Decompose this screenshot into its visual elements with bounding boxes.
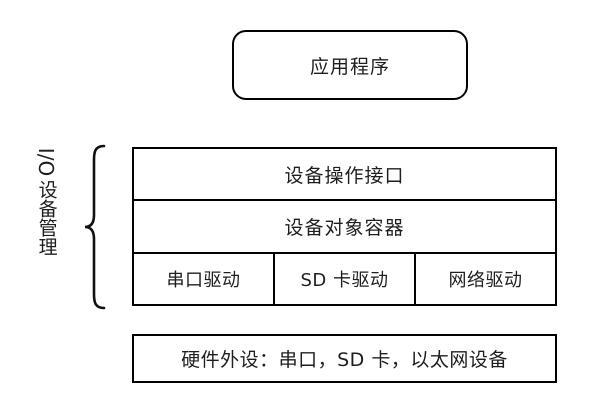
driver-label-sd-card: SD 卡驱动: [300, 269, 389, 291]
hardware-peripherals-label: 硬件外设：串口，SD 卡，以太网设备: [181, 349, 508, 371]
io-text: I/O: [33, 147, 58, 177]
driver-cell-network: 网络驱动: [414, 253, 555, 304]
driver-cell-serial: 串口驱动: [134, 254, 273, 304]
driver-label-network: 网络驱动: [448, 269, 523, 291]
application-program-label: 应用程序: [309, 55, 390, 78]
layer-row-device-object-container: 设备对象容器: [134, 199, 555, 251]
driver-label-serial: 串口驱动: [166, 269, 241, 291]
layer-label-device-object-container: 设备对象容器: [284, 216, 405, 239]
device-management-text: 设备管理: [35, 180, 58, 256]
application-program-box: 应用程序: [232, 30, 468, 100]
layer-row-device-operation-interface: 设备操作接口: [134, 149, 555, 199]
layer-row-drivers: 串口驱动 SD 卡驱动 网络驱动: [134, 251, 555, 304]
layer-label-device-operation-interface: 设备操作接口: [284, 164, 405, 187]
curly-brace-icon: [82, 143, 108, 311]
driver-cell-sd-card: SD 卡驱动: [273, 253, 414, 304]
io-stack-container: 设备操作接口 设备对象容器 串口驱动 SD 卡驱动 网络驱动: [132, 147, 557, 306]
hardware-peripherals-box: 硬件外设：串口，SD 卡，以太网设备: [132, 334, 557, 383]
io-device-management-label: I/O 设备管理: [28, 140, 64, 312]
